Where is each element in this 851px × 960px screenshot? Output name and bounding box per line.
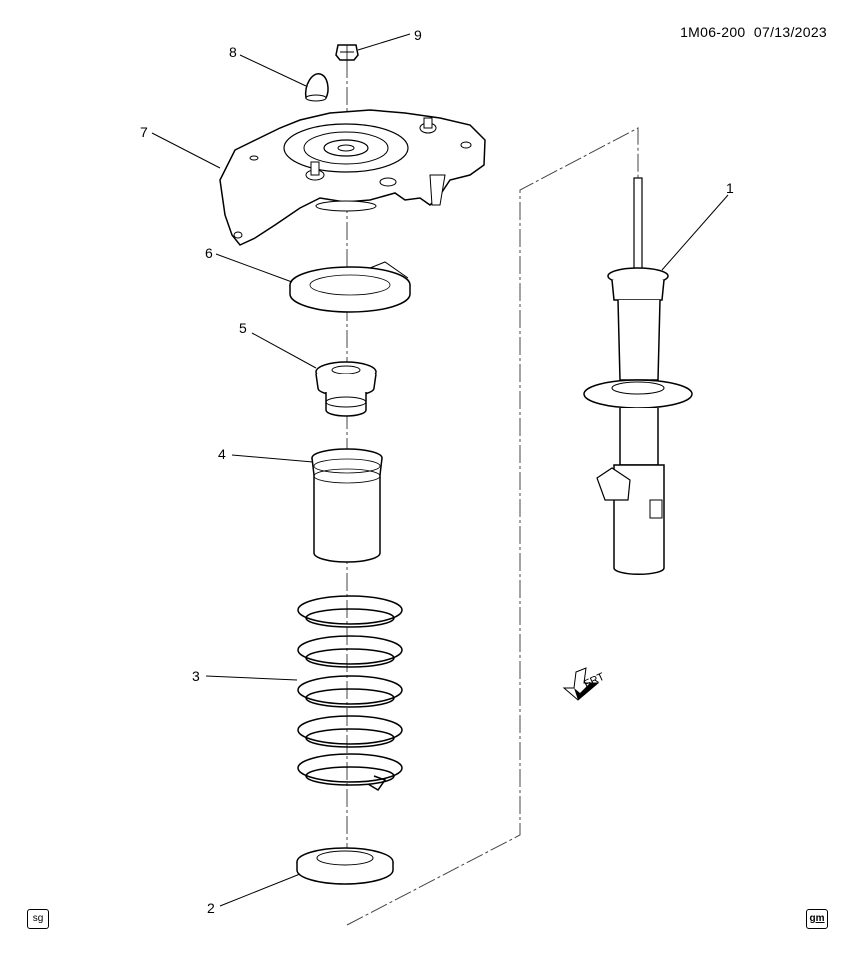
part-6-spring-seat (289, 261, 411, 313)
part-5-bumper (315, 361, 377, 417)
front-arrow-icon: FRT (562, 667, 607, 701)
front-label: FRT (582, 671, 607, 691)
leader-lines (151, 33, 729, 907)
callout-3: 3 (192, 668, 200, 684)
part-3-coil-spring (297, 595, 403, 792)
callout-2: 2 (207, 900, 215, 916)
callout-7: 7 (140, 124, 148, 140)
diagram-code: 1M06-200 07/13/2023 (680, 24, 827, 40)
part-4-dust-boot (311, 448, 383, 563)
diagram-date: 07/13/2023 (753, 24, 827, 40)
part-1-strut (583, 177, 693, 575)
part-7-upper-mount (219, 109, 486, 246)
part-2-lower-spring-seat (296, 847, 394, 885)
diagram-code-id: 1M06-200 (680, 24, 746, 40)
callout-9: 9 (414, 27, 422, 43)
callout-1: 1 (726, 180, 734, 196)
gm-logo: gm (806, 909, 828, 929)
sg-badge: sg (27, 909, 49, 929)
part-8-cap (304, 73, 329, 102)
callout-6: 6 (205, 245, 213, 261)
callout-5: 5 (239, 320, 247, 336)
assembly-link-line (346, 127, 639, 926)
part-9-nut (335, 44, 359, 61)
callout-4: 4 (218, 446, 226, 462)
callout-8: 8 (229, 44, 237, 60)
